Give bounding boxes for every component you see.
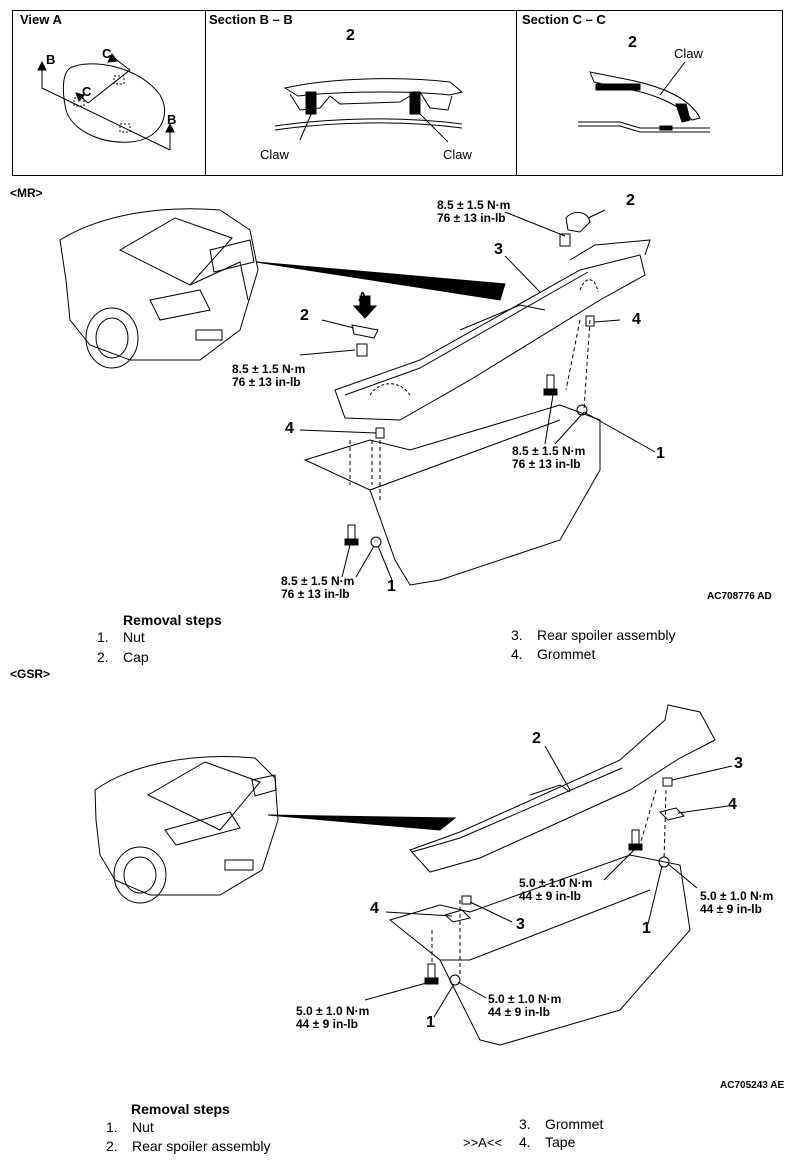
section-cc-drawing [578, 61, 710, 133]
mr-step-2: 2.Cap [97, 649, 149, 665]
section-bb-claw-left: Claw [260, 147, 289, 162]
gsr-step-2: 2.Rear spoiler assembly [106, 1138, 271, 1154]
gsr-callout-4-left: 4 [370, 900, 379, 917]
gsr-torque-1-nm: 5.0 ± 1.0 N·m [519, 876, 593, 890]
mr-torque-1-inlb: 76 ± 13 in-lb [437, 211, 506, 225]
gsr-variant-label: <GSR> [10, 667, 51, 681]
gsr-step-3: 3.Grommet [519, 1116, 604, 1132]
gsr-torque-3-nm: 5.0 ± 1.0 N·m [296, 1004, 370, 1018]
mr-step-4: 4.Grommet [511, 646, 596, 662]
mr-car-sketch [59, 208, 259, 369]
gsr-car-sketch [94, 756, 279, 904]
gsr-torque-2-inlb: 44 ± 9 in-lb [700, 902, 762, 916]
mr-torque-3-nm: 8.5 ± 1.5 N·m [512, 444, 586, 458]
gsr-callout-2: 2 [532, 730, 541, 747]
gsr-torque-1-inlb: 44 ± 9 in-lb [519, 889, 581, 903]
view-a-label-b-left: B [46, 52, 56, 67]
gsr-callout-1-right: 1 [642, 920, 651, 937]
gsr-figure-code: AC705243 AE [720, 1080, 785, 1091]
mr-spoiler-drawing [299, 209, 656, 586]
section-bb-title: Section B – B [209, 12, 293, 27]
mr-torque-4-inlb: 76 ± 13 in-lb [281, 587, 350, 601]
mr-pointer-wedge [255, 261, 506, 301]
mr-callout-1-right: 1 [656, 445, 665, 462]
gsr-torque-4-nm: 5.0 ± 1.0 N·m [488, 992, 562, 1006]
mr-callout-1-bottom: 1 [387, 578, 396, 595]
gsr-callout-3-right: 3 [734, 755, 743, 772]
mr-torque-1-nm: 8.5 ± 1.5 N·m [437, 198, 511, 212]
gsr-callout-3-left: 3 [516, 916, 525, 933]
view-a-drawing [37, 53, 175, 151]
mr-figure-code: AC708776 AD [707, 591, 772, 602]
mr-callout-4-right: 4 [632, 311, 641, 328]
mr-removal-steps-title: Removal steps [123, 612, 222, 628]
mr-torque-2-nm: 8.5 ± 1.5 N·m [232, 362, 306, 376]
gsr-torque-3-inlb: 44 ± 9 in-lb [296, 1017, 358, 1031]
mr-callout-4-left: 4 [285, 420, 294, 437]
top-panels-frame [12, 10, 783, 176]
gsr-step-4: >>A<<4.Tape [463, 1134, 576, 1150]
mr-callout-2-left: 2 [300, 307, 309, 324]
gsr-callout-1-bottom: 1 [426, 1014, 435, 1031]
section-bb-drawing [274, 78, 464, 143]
section-cc-part-number: 2 [628, 34, 637, 51]
mr-variant-label: <MR> [10, 186, 43, 200]
mr-torque-3-inlb: 76 ± 13 in-lb [512, 457, 581, 471]
section-bb-part-number: 2 [346, 27, 355, 44]
gsr-spoiler-drawing [364, 704, 733, 1046]
gsr-torque-2-nm: 5.0 ± 1.0 N·m [700, 889, 774, 903]
gsr-step-4-marker: >>A<< [463, 1135, 503, 1150]
view-a-label-b-right: B [167, 112, 177, 127]
mr-step-1: 1.Nut [97, 629, 145, 645]
mr-step-3: 3.Rear spoiler assembly [511, 627, 676, 643]
section-cc-claw: Claw [674, 46, 703, 61]
gsr-removal-steps-title: Removal steps [131, 1101, 230, 1117]
view-a-label-c-top: C [102, 46, 112, 61]
section-bb-claw-right: Claw [443, 147, 472, 162]
gsr-callout-4-right: 4 [728, 796, 737, 813]
section-cc-title: Section C – C [522, 12, 606, 27]
mr-arrow-a-label: A [358, 289, 368, 304]
gsr-step-1: 1.Nut [106, 1119, 154, 1135]
gsr-torque-4-inlb: 44 ± 9 in-lb [488, 1005, 550, 1019]
view-a-title: View A [20, 12, 62, 27]
mr-callout-3: 3 [494, 241, 503, 258]
mr-torque-2-inlb: 76 ± 13 in-lb [232, 375, 301, 389]
view-a-label-c-bottom: C [82, 84, 92, 99]
mr-callout-2-top: 2 [626, 192, 635, 209]
mr-torque-4-nm: 8.5 ± 1.5 N·m [281, 574, 355, 588]
gsr-pointer-wedge [267, 814, 457, 831]
